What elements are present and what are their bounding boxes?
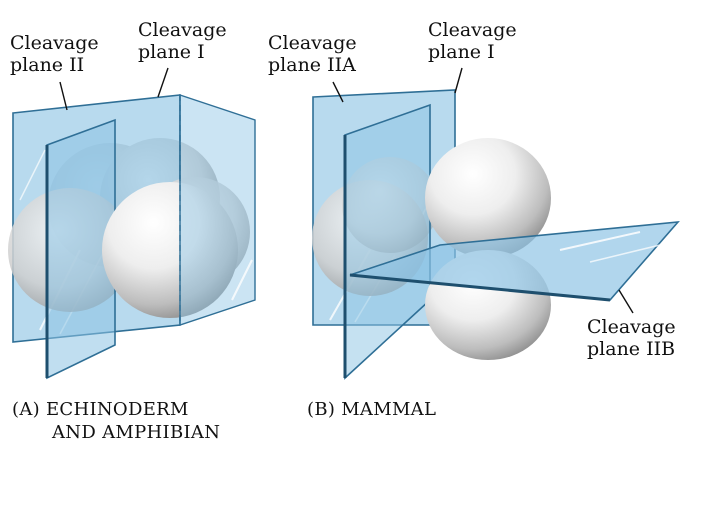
leader-line-plane-i — [157, 67, 169, 98]
label-cleavage-plane-i-a: Cleavage plane I — [138, 19, 227, 63]
panel-b-diagram — [312, 67, 680, 380]
label-line-1: Cleavage — [587, 316, 676, 338]
label-line-1: Cleavage — [268, 32, 357, 54]
label-line-2: plane II — [10, 54, 85, 76]
caption-line-1: (B) MAMMAL — [307, 399, 437, 420]
blastomere-b-upper — [425, 138, 551, 258]
cleavage-plane-iia — [344, 103, 431, 380]
blastomere-front — [102, 182, 238, 318]
caption-panel-a: (A) ECHINODERM AND AMPHIBIAN — [12, 398, 220, 444]
label-line-2: plane IIA — [268, 54, 356, 76]
leader-line-plane-i-b — [454, 67, 463, 94]
caption-line-1: (A) ECHINODERM — [12, 399, 189, 420]
label-cleavage-plane-iib: Cleavage plane IIB — [587, 316, 676, 360]
panel-a-diagram — [8, 67, 256, 380]
label-line-2: plane I — [428, 41, 495, 63]
label-line-1: Cleavage — [10, 32, 99, 54]
label-cleavage-plane-ii: Cleavage plane II — [10, 32, 99, 76]
label-cleavage-plane-i-b: Cleavage plane I — [428, 19, 517, 63]
label-line-1: Cleavage — [428, 19, 517, 41]
label-line-2: plane IIB — [587, 338, 676, 360]
caption-line-2: AND AMPHIBIAN — [52, 422, 221, 443]
leader-line-plane-iib — [618, 289, 634, 314]
caption-panel-b: (B) MAMMAL — [307, 398, 436, 421]
leader-line-plane-iia — [332, 81, 344, 103]
label-cleavage-plane-iia: Cleavage plane IIA — [268, 32, 357, 76]
label-line-1: Cleavage — [138, 19, 227, 41]
label-line-2: plane I — [138, 41, 205, 63]
leader-line-plane-ii — [59, 81, 68, 111]
